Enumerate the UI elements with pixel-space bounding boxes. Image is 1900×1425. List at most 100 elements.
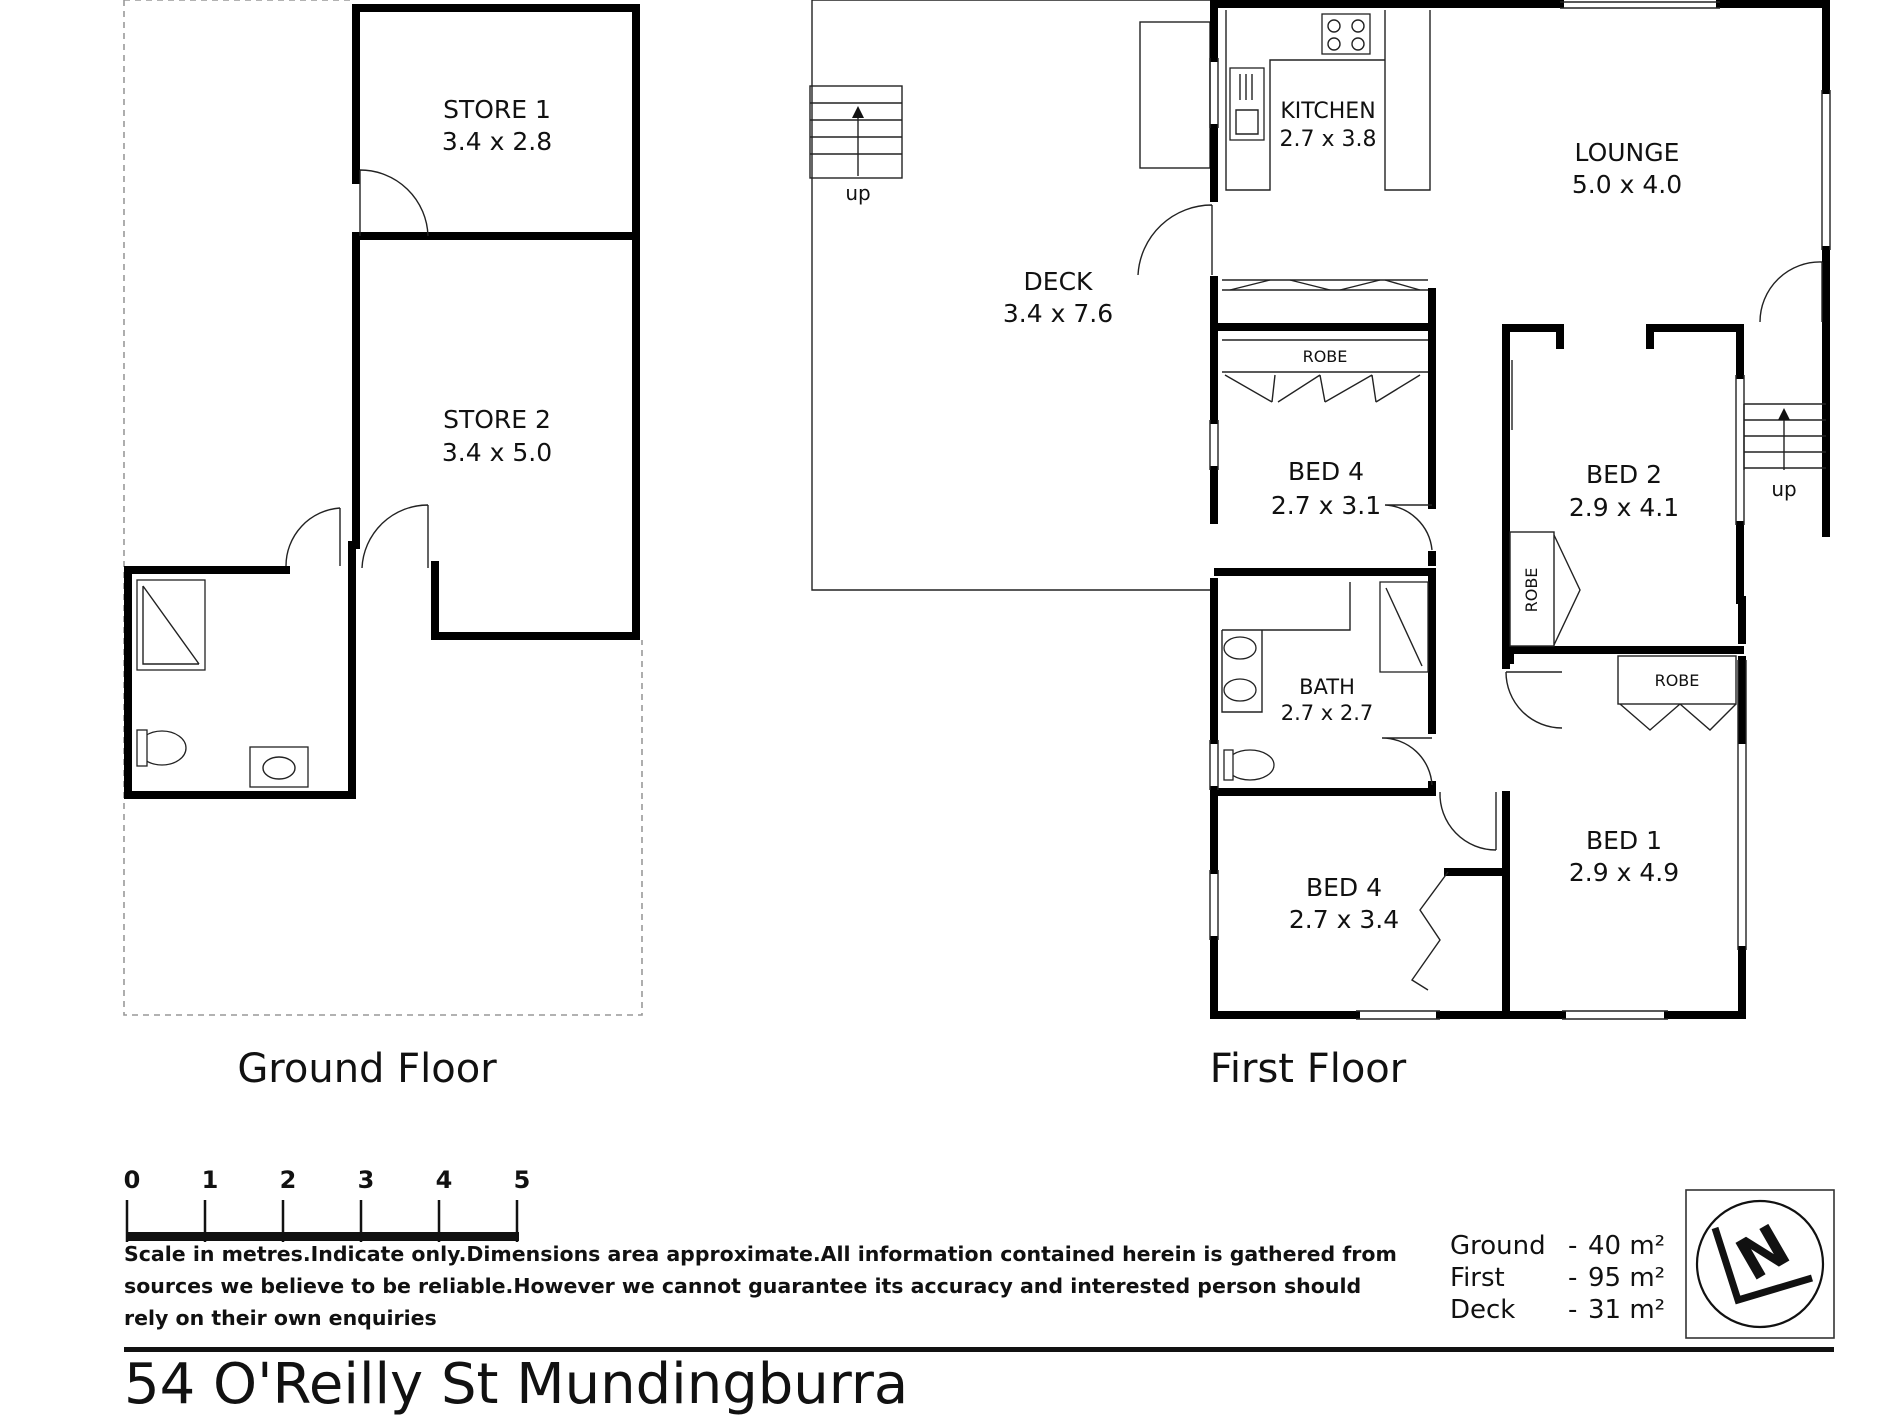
- area-name: Deck: [1450, 1295, 1516, 1325]
- bath-basin-2-icon: [1223, 678, 1257, 702]
- hall-cupboard: [1222, 279, 1428, 291]
- bath-door-icon: [1381, 737, 1433, 786]
- ground-basin-icon: [249, 746, 309, 788]
- disclaimer-text: Scale in metres.Indicate only.Dimensions…: [124, 1242, 1397, 1330]
- scale-tick-4: 4: [436, 1166, 453, 1194]
- area-name: Ground: [1450, 1231, 1546, 1261]
- deck-stairs-up-label: up: [845, 181, 870, 205]
- ground-bath-door-icon: [285, 507, 341, 567]
- kitchen-dims: 2.7 x 3.8: [1280, 127, 1377, 152]
- ground-bathroom-walls: [124, 541, 356, 799]
- bed4a-robe: [1222, 339, 1428, 373]
- area-value: 31: [1588, 1295, 1622, 1325]
- bath-vanity-outline: [1221, 630, 1263, 713]
- area-value: 95: [1588, 1263, 1622, 1293]
- bed4a-name: BED 4: [1288, 457, 1364, 486]
- lounge-dims: 5.0 x 4.0: [1572, 170, 1682, 199]
- ground-basin-bowl-icon: [262, 756, 296, 780]
- scale-tick-2: 2: [280, 1166, 297, 1194]
- area-value: 40: [1588, 1231, 1622, 1261]
- bed4a-robe-label: ROBE: [1303, 347, 1348, 366]
- bath-dims: 2.7 x 2.7: [1281, 701, 1374, 725]
- area-summary: Ground - 40 m² First - 95 m² Deck - 31 m…: [1450, 1230, 1680, 1326]
- property-address: 54 O'Reilly St Mundingburra: [124, 1352, 909, 1417]
- area-row-first: First - 95 m²: [1450, 1262, 1680, 1294]
- deck-dims: 3.4 x 7.6: [1003, 299, 1113, 328]
- deck-bench: [1139, 21, 1211, 169]
- scale-tick-1: 1: [202, 1166, 219, 1194]
- area-unit: m²: [1629, 1295, 1666, 1325]
- lounge-name: LOUNGE: [1575, 138, 1680, 167]
- deck-name: DECK: [1024, 267, 1094, 296]
- area-unit: m²: [1629, 1231, 1666, 1261]
- bed4b-dims: 2.7 x 3.4: [1289, 905, 1399, 934]
- cooktop-burner-4-icon: [1351, 37, 1365, 51]
- bed2-name: BED 2: [1586, 460, 1662, 489]
- vanity-bench: [1222, 582, 1351, 631]
- area-separator: -: [1568, 1295, 1578, 1325]
- first-floor-plan: up up ROBE: [809, 0, 1831, 1092]
- compass-icon: N: [1685, 1189, 1835, 1339]
- scale-bar: 0 1 2 3 4 5: [124, 1166, 530, 1242]
- store1-dims: 3.4 x 2.8: [442, 127, 552, 156]
- kitchen-sink-icon: [1229, 67, 1265, 141]
- bed1-robe-doors-icon: [1619, 703, 1737, 731]
- store2-door-icon: [361, 504, 429, 569]
- cooktop-burner-2-icon: [1351, 19, 1365, 33]
- bed2-robe-doors-icon: [1553, 534, 1581, 646]
- deck-outline: [811, 0, 1210, 591]
- scale-bar-line: [126, 1232, 519, 1241]
- bed1-name: BED 1: [1586, 826, 1662, 855]
- scale-tick-3: 3: [358, 1166, 375, 1194]
- area-row-ground: Ground - 40 m²: [1450, 1230, 1680, 1262]
- bed4b-hall-door-icon: [1439, 791, 1497, 851]
- ground-slab-outline: [123, 0, 643, 1016]
- store1-name: STORE 1: [443, 95, 551, 124]
- ground-floor-title: Ground Floor: [237, 1046, 497, 1092]
- area-unit: m²: [1629, 1263, 1666, 1293]
- hall-cupboard-doors-icon: [1229, 279, 1421, 291]
- kitchen-sink-drainer-icon: [1235, 74, 1259, 135]
- bath-name: BATH: [1299, 675, 1355, 699]
- ground-floor-plan: STORE 1 3.4 x 2.8 STORE 2 3.4 x 5.0 Grou…: [123, 0, 643, 1092]
- first-floor-walls: [1210, 0, 1830, 1019]
- kitchen-benchtop: [1225, 10, 1431, 191]
- area-separator: -: [1568, 1263, 1578, 1293]
- kitchen-name: KITCHEN: [1280, 99, 1375, 124]
- deck-lounge-door-icon: [1137, 204, 1213, 276]
- bed2-dims: 2.9 x 4.1: [1569, 493, 1679, 522]
- first-floor-windows: [1209, 1, 1831, 1020]
- store2-name: STORE 2: [443, 405, 551, 434]
- scale-ticks: [125, 1200, 519, 1242]
- lounge-stairs-up-label: up: [1771, 477, 1796, 501]
- bed1-robe: [1617, 655, 1737, 705]
- bed1-door-icon: [1505, 671, 1563, 729]
- bed4b-bifold-door-icon: [1411, 871, 1449, 991]
- bed2-robe: [1509, 531, 1555, 647]
- first-floor-title: First Floor: [1210, 1046, 1407, 1092]
- footer-rule: [124, 1347, 1834, 1352]
- store2-dims: 3.4 x 5.0: [442, 438, 552, 467]
- bed4b-name: BED 4: [1306, 873, 1382, 902]
- lounge-stairs-icon: [1743, 403, 1826, 470]
- store-walls: [352, 4, 640, 640]
- ground-shower-diagonal-icon: [142, 585, 200, 665]
- area-row-deck: Deck - 31 m²: [1450, 1294, 1680, 1326]
- bath-shower-diagonal-icon: [1385, 587, 1423, 667]
- bed4a-door-icon: [1384, 504, 1433, 551]
- lounge-stair-door-icon: [1759, 261, 1823, 323]
- bath-basin-1-icon: [1223, 636, 1257, 660]
- bath-toilet-cistern-icon: [1223, 749, 1234, 781]
- bed2-robe-label: ROBE: [1522, 568, 1541, 613]
- cooktop-burner-1-icon: [1327, 19, 1341, 33]
- bed4a-dims: 2.7 x 3.1: [1271, 491, 1381, 520]
- area-separator: -: [1568, 1231, 1578, 1261]
- bed4a-robe-doors-icon: [1224, 374, 1421, 403]
- bed1-dims: 2.9 x 4.9: [1569, 858, 1679, 887]
- store1-door-icon: [359, 169, 429, 237]
- scale-tick-0: 0: [124, 1166, 141, 1194]
- bed1-robe-label: ROBE: [1655, 671, 1700, 690]
- cooktop-burner-3-icon: [1327, 37, 1341, 51]
- ground-toilet-cistern-icon: [136, 729, 148, 767]
